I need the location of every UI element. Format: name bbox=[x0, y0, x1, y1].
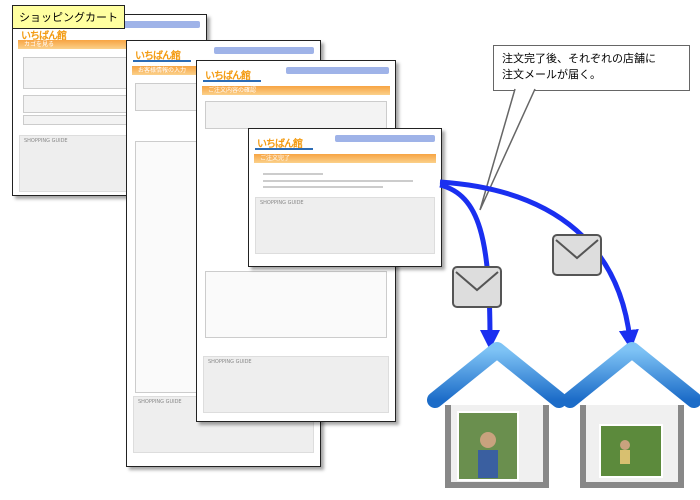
shopping-cart-label: ショッピングカート bbox=[12, 5, 125, 29]
shop-logo: いちばん館 bbox=[253, 133, 303, 150]
shop-house-icon bbox=[427, 342, 567, 488]
nav-links bbox=[286, 67, 389, 74]
page-title: ご注文完了 bbox=[254, 154, 436, 163]
callout-tail bbox=[479, 88, 536, 211]
callout-line: 注文メールが届く。 bbox=[502, 68, 601, 81]
nav-links bbox=[99, 21, 200, 28]
mail-envelope-icon bbox=[552, 234, 602, 276]
shopping-guide: SHOPPING GUIDE bbox=[203, 356, 389, 413]
shop-house-icon bbox=[562, 342, 700, 488]
shop-logo: いちばん館 bbox=[131, 45, 181, 62]
shop-logo: いちばん館 bbox=[201, 65, 251, 82]
form-table bbox=[205, 271, 387, 338]
mail-envelope-icon bbox=[452, 266, 502, 308]
callout: 注文完了後、それぞれの店舗に 注文メールが届く。 bbox=[493, 45, 690, 91]
page-title: カゴを見る bbox=[18, 40, 201, 49]
arrow-to-shop-1 bbox=[439, 182, 500, 350]
arrow-to-shop-2 bbox=[439, 179, 639, 350]
nav-links bbox=[213, 47, 314, 54]
nav-links bbox=[335, 135, 435, 142]
order-complete-page: いちばん館 ご注文完了 SHOPPING GUIDE bbox=[248, 128, 442, 267]
callout-line: 注文完了後、それぞれの店舗に bbox=[502, 52, 656, 65]
shopping-guide: SHOPPING GUIDE bbox=[255, 197, 435, 254]
page-title: ご注文内容の確認 bbox=[202, 86, 390, 95]
